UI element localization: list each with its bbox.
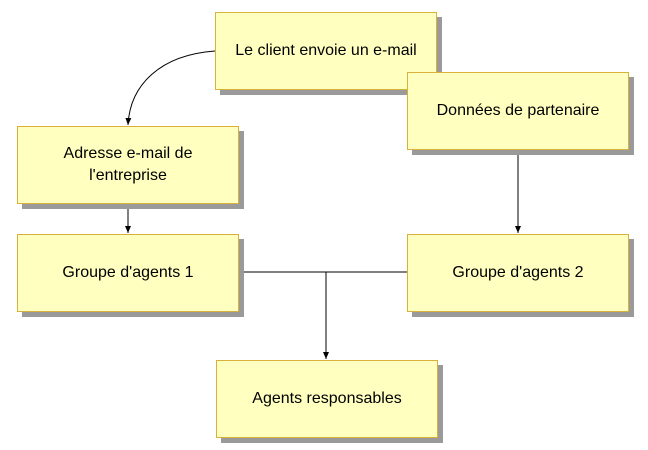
node-group2-label: Groupe d'agents 2 [452, 264, 584, 281]
node-agent-group-1: Groupe d'agents 1 [17, 234, 239, 312]
connector-client-to-address [125, 50, 216, 126]
node-agent-group-2: Groupe d'agents 2 [407, 234, 629, 312]
node-client-sends-email: Le client envoie un e-mail [215, 12, 437, 90]
node-group1-label: Groupe d'agents 1 [62, 264, 194, 281]
node-company-email-address: Adresse e-mail de l'entreprise [17, 126, 239, 204]
node-responsible-label: Agents responsables [252, 390, 402, 407]
node-address-label-line1: Adresse e-mail de [63, 145, 193, 162]
node-partner-label: Données de partenaire [436, 102, 600, 119]
node-address-label: Adresse e-mail de l'entreprise [64, 143, 193, 187]
node-responsible-agents: Agents responsables [216, 360, 438, 438]
node-partner-data: Données de partenaire [407, 72, 629, 150]
node-address-label-line2: l'entreprise [89, 167, 167, 184]
node-client-label: Le client envoie un e-mail [235, 42, 417, 59]
